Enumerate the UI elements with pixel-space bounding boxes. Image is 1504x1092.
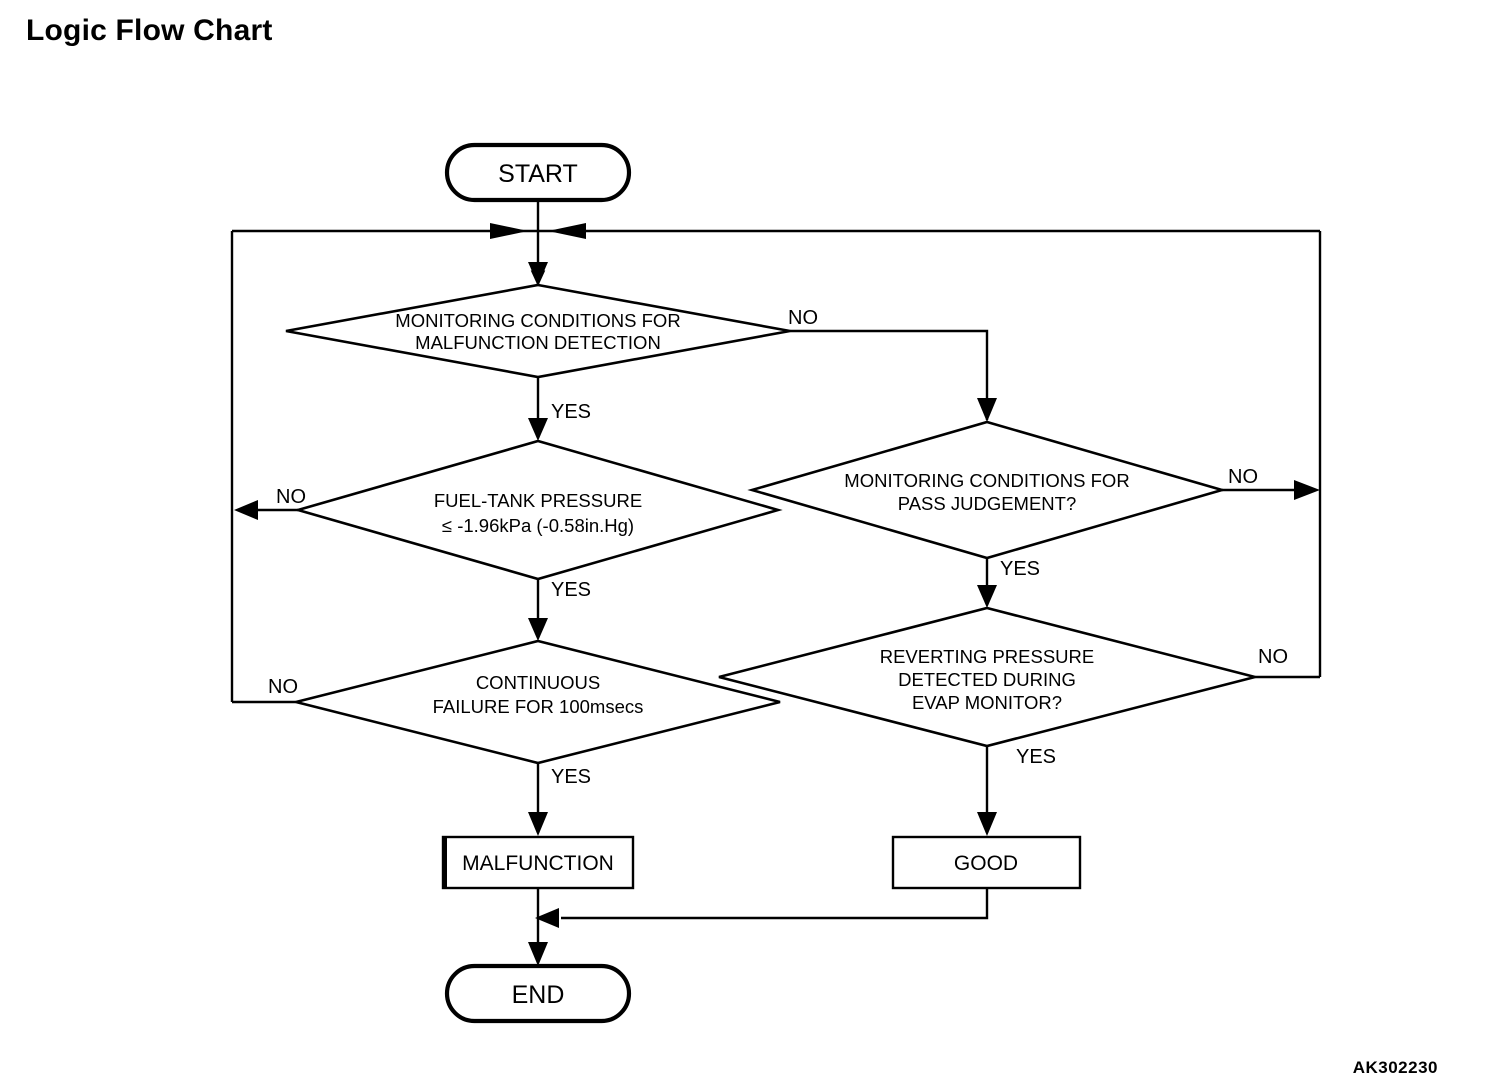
- edge-d3-yes-arrow-icon: [528, 812, 548, 836]
- node-d2-line2: ≤ -1.96kPa (-0.58in.Hg): [442, 515, 634, 536]
- edge-d1-no-arrow-icon: [977, 398, 997, 422]
- node-decision-monitoring-malfunction: MONITORING CONDITIONS FOR MALFUNCTION DE…: [285, 283, 791, 379]
- merge-arrow-left-icon: [490, 223, 528, 239]
- node-decision-reverting-pressure: REVERTING PRESSURE DETECTED DURING EVAP …: [718, 606, 1256, 748]
- edge-d5-yes-arrow-icon: [977, 812, 997, 836]
- edge-d5-yes-to-good: [977, 746, 997, 836]
- edge-d2-yes-arrow-icon: [528, 618, 548, 641]
- edge-d2-yes-to-d3: [528, 579, 548, 641]
- node-d3-line1: CONTINUOUS: [476, 672, 600, 693]
- figure-id-label: AK302230: [1352, 1058, 1438, 1077]
- node-decision-fuel-tank-pressure: FUEL-TANK PRESSURE ≤ -1.96kPa (-0.58in.H…: [293, 439, 783, 581]
- node-end-label: END: [512, 981, 565, 1009]
- branch-label-d5-yes: YES: [1016, 746, 1056, 768]
- node-decision-pass-judgement: MONITORING CONDITIONS FOR PASS JUDGEMENT…: [747, 420, 1227, 560]
- node-d5-line2: DETECTED DURING: [898, 669, 1076, 690]
- node-d4-line2: PASS JUDGEMENT?: [898, 493, 1077, 514]
- node-d5-line3: EVAP MONITOR?: [912, 692, 1062, 713]
- branch-label-d4-yes: YES: [1000, 558, 1040, 580]
- node-malfunction: MALFUNCTION: [441, 835, 635, 890]
- node-d1-line2: MALFUNCTION DETECTION: [415, 332, 661, 353]
- edge-d4-no-arrow-icon: [1294, 480, 1320, 500]
- node-end: END: [444, 963, 632, 1024]
- feedback-bus-top: [232, 223, 1320, 239]
- edge-end-arrow-icon: [528, 942, 548, 966]
- node-good: GOOD: [891, 835, 1082, 890]
- edge-malfunction-to-end: [528, 888, 548, 966]
- branch-label-d1-no: NO: [788, 307, 818, 329]
- branch-label-d3-no: NO: [268, 676, 298, 698]
- node-d2-line1: FUEL-TANK PRESSURE: [434, 490, 642, 511]
- node-start: START: [444, 142, 632, 203]
- node-d3-line2: FAILURE FOR 100msecs: [433, 696, 644, 717]
- edge-d4-yes-to-d5: [977, 558, 997, 608]
- merge-arrow-right-icon: [548, 223, 586, 239]
- node-start-label: START: [498, 160, 578, 188]
- edge-d1-yes-arrow-icon: [528, 418, 548, 441]
- node-good-label: GOOD: [954, 852, 1018, 875]
- edge-d1-no-to-d4: [790, 329, 997, 422]
- branch-label-d2-no: NO: [276, 486, 306, 508]
- node-d5-line1: REVERTING PRESSURE: [880, 646, 1095, 667]
- edge-d1-yes-to-d2: [528, 377, 548, 441]
- node-d1-line1: MONITORING CONDITIONS FOR: [395, 310, 680, 331]
- branch-label-d5-no: NO: [1258, 646, 1288, 668]
- edge-d2-no-to-rail: [234, 500, 298, 520]
- edge-d3-yes-to-malfunction: [528, 763, 548, 836]
- edge-d4-yes-arrow-icon: [977, 585, 997, 608]
- page-title: Logic Flow Chart: [26, 14, 273, 47]
- branch-label-d4-no: NO: [1228, 466, 1258, 488]
- node-d4-line1: MONITORING CONDITIONS FOR: [844, 470, 1129, 491]
- node-decision-continuous-failure: CONTINUOUS FAILURE FOR 100msecs: [295, 639, 781, 765]
- node-malfunction-label: MALFUNCTION: [462, 852, 614, 875]
- branch-label-d1-yes: YES: [551, 401, 591, 423]
- edge-merge-to-d1-arrow-icon: [528, 262, 548, 285]
- edge-d2-no-arrow-icon: [234, 500, 258, 520]
- edge-d4-no-to-rail: [1222, 480, 1320, 500]
- edge-good-arrow-icon: [535, 908, 559, 928]
- edge-good-to-end: [535, 888, 989, 928]
- branch-label-d3-yes: YES: [551, 766, 591, 788]
- branch-label-d2-yes: YES: [551, 579, 591, 601]
